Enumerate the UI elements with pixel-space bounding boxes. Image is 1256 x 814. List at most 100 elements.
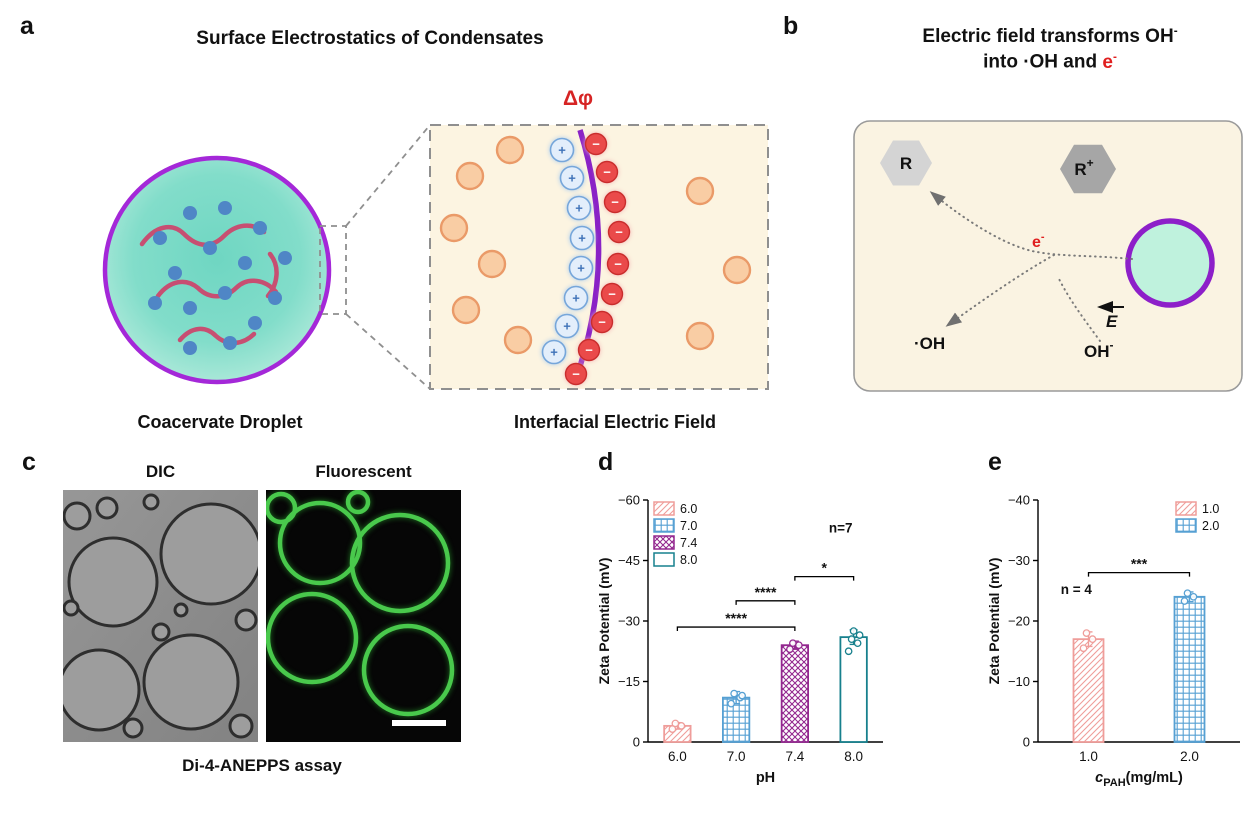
droplet-caption: Coacervate Droplet <box>137 412 303 432</box>
panel-a-title: Surface Electrostatics of Condensates <box>196 28 544 49</box>
minus-ion-symbol: − <box>598 315 606 330</box>
panel-a-illustration: + + + + + + + + − − − − − − − − − Δφ <box>102 87 769 390</box>
panel-c-label: c <box>22 448 36 476</box>
svg-text:1.0: 1.0 <box>1202 502 1219 516</box>
interface-zoom-box: + + + + + + + + − − − − − − − − − <box>429 124 769 390</box>
legend-swatch-7.4 <box>653 535 675 550</box>
panel-d-label: d <box>598 448 614 476</box>
dic-droplets <box>63 493 258 739</box>
panel-b-title-line2: into ·OH and e- <box>983 50 1117 73</box>
minus-ion-symbol: − <box>614 257 622 272</box>
plus-ion-symbol: + <box>563 319 571 334</box>
minus-ion-symbol: − <box>572 367 580 382</box>
svg-text:7.4: 7.4 <box>680 536 697 550</box>
plus-ion-symbol: + <box>550 345 558 360</box>
bars: 6.0 7.0 7.4 8.0 <box>663 627 868 764</box>
minus-ion-symbol: − <box>615 225 623 240</box>
minus-ion-symbol: − <box>592 137 600 152</box>
product-hexagon <box>880 140 932 186</box>
plus-ion-symbol: + <box>558 143 566 158</box>
dic-title: DIC <box>145 462 176 481</box>
y-axis-label: Zeta Potential (mV) <box>596 558 612 685</box>
svg-text:6.0: 6.0 <box>668 749 687 764</box>
r-plus-label: R+ <box>1074 156 1093 179</box>
x-axis-label: cPAH(mg/mL) <box>1095 770 1183 789</box>
y-axis-label: Zeta Potential (mV) <box>986 558 1002 685</box>
panel-b-label: b <box>783 12 799 40</box>
svg-text:−45: −45 <box>618 553 640 568</box>
negative-ions: − − − − − − − − − <box>564 132 631 386</box>
fluorescent-micrograph <box>266 490 461 742</box>
zoom-connector-top <box>345 124 431 227</box>
panel-b-title: Electric field transforms OH- into ·OH a… <box>850 24 1250 75</box>
condensate-droplet <box>1125 218 1215 308</box>
svg-text:****: **** <box>755 584 777 600</box>
svg-text:7.4: 7.4 <box>785 749 804 764</box>
svg-text:−10: −10 <box>1008 674 1030 689</box>
cation-hexagon <box>1060 144 1116 194</box>
zoom-region-indicator <box>319 225 347 315</box>
electron-path-to-r <box>929 191 1133 260</box>
svg-text:1.0: 1.0 <box>1079 749 1098 764</box>
svg-text:−15: −15 <box>618 674 640 689</box>
svg-text:0: 0 <box>1023 735 1030 750</box>
dic-micrograph <box>63 490 258 742</box>
legend-swatch-7.0 <box>653 518 675 533</box>
svg-text:8.0: 8.0 <box>680 553 697 567</box>
minus-ion-symbol: − <box>611 195 619 210</box>
svg-text:7.0: 7.0 <box>727 749 746 764</box>
bar-1.0 <box>1072 638 1105 743</box>
axes: −40 −30 −20 −10 0 <box>1008 493 1240 750</box>
minus-ion-symbol: − <box>608 287 616 302</box>
n-annotation: n = 4 <box>1061 582 1093 597</box>
r-label: R <box>900 154 912 173</box>
plus-ion-symbol: + <box>577 261 585 276</box>
hydroxyl-radical-label: ·OH <box>914 334 945 353</box>
counterion-circles <box>439 135 752 355</box>
significance-markers: *** <box>1087 556 1191 577</box>
svg-text:−20: −20 <box>1008 614 1030 629</box>
x-axis-label: pH <box>756 770 775 786</box>
panel-e-label: e <box>988 448 1002 476</box>
minus-ion-symbol: − <box>585 343 593 358</box>
svg-text:8.0: 8.0 <box>844 749 863 764</box>
bar-7.4 <box>780 644 809 743</box>
legend-swatch-2.0 <box>1175 518 1197 533</box>
significance-markers: ********* <box>676 560 855 632</box>
n-annotation: n=7 <box>829 520 853 535</box>
panel-b-title-line1: Electric field transforms OH- <box>922 25 1178 48</box>
plus-ion-symbol: + <box>578 231 586 246</box>
panel-a-label: a <box>20 12 34 40</box>
radical-path-to-oh <box>945 254 1055 327</box>
legend-swatch-8.0 <box>653 552 675 567</box>
electron-label: e- <box>1032 231 1045 251</box>
legend-swatch-1.0 <box>1175 501 1197 516</box>
svg-text:−40: −40 <box>1008 493 1030 508</box>
assay-caption: Di-4-ANEPPS assay <box>182 756 342 775</box>
legend: 1.02.0 <box>1175 501 1219 533</box>
plus-ion-symbol: + <box>568 171 576 186</box>
legend: 6.0 7.0 7.4 8.0 <box>653 501 697 567</box>
minus-ion-symbol: − <box>603 165 611 180</box>
field-label: E <box>1106 312 1118 331</box>
legend-swatch-6.0 <box>653 501 675 516</box>
panel-b-illustration: R R+ e- ·OH E OH- <box>853 120 1243 392</box>
svg-text:7.0: 7.0 <box>680 519 697 533</box>
svg-text:6.0: 6.0 <box>680 502 697 516</box>
svg-text:2.0: 2.0 <box>1202 519 1219 533</box>
scale-bar <box>392 720 446 726</box>
svg-text:0: 0 <box>633 735 640 750</box>
plus-ion-symbol: + <box>575 201 583 216</box>
plus-ion-symbol: + <box>572 291 580 306</box>
fluorescent-rings <box>266 490 455 717</box>
svg-text:*: * <box>822 560 828 576</box>
hydroxide-label: OH- <box>1084 338 1114 361</box>
fluorescent-title: Fluorescent <box>315 462 412 481</box>
svg-text:***: *** <box>1131 556 1148 572</box>
coacervate-droplet <box>102 155 332 385</box>
svg-text:−30: −30 <box>1008 553 1030 568</box>
